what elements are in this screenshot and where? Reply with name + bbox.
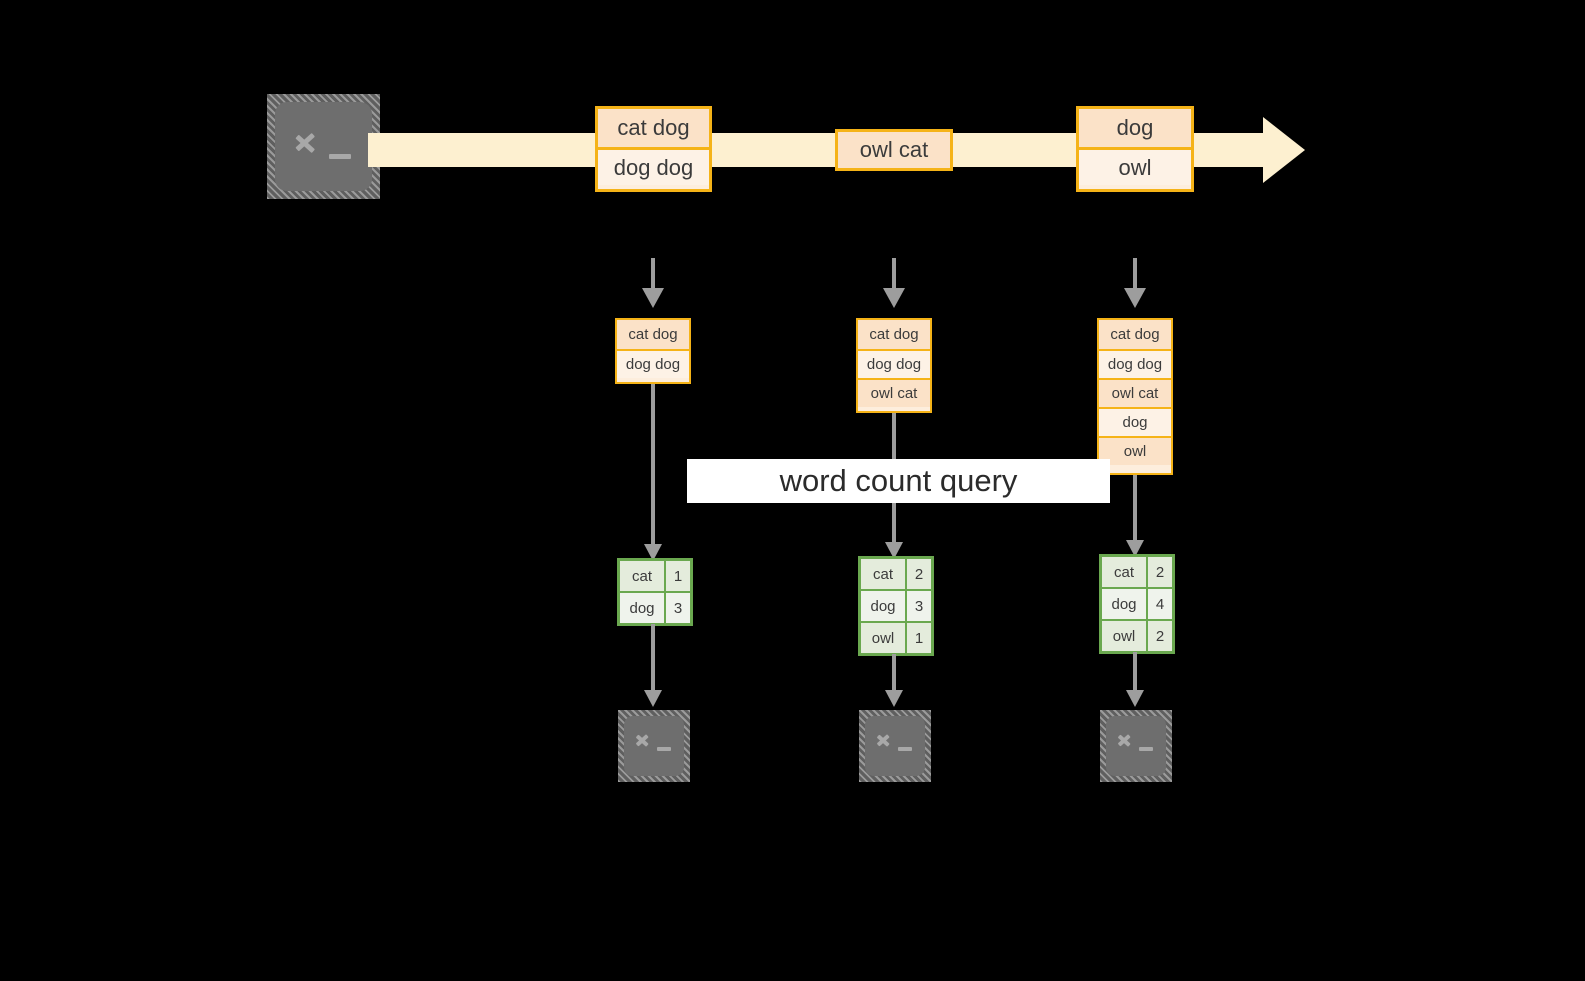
snapshot-2-query-arrowhead-icon (885, 542, 903, 559)
table-row: dog 4 (1102, 587, 1172, 619)
table-cell-value: 1 (664, 561, 690, 591)
table-row: cat 1 (620, 561, 690, 591)
table-cell-key: dog (861, 591, 905, 621)
snapshot-1-feed-arrowhead-icon (642, 288, 664, 308)
snapshot-2-sink-line (892, 654, 896, 696)
accumulated-record-line: owl cat (1099, 378, 1171, 407)
terminal-prompt-underscore-icon (1139, 747, 1153, 751)
snapshot-3-sink-arrowhead-icon (1126, 690, 1144, 707)
snapshot-3-sink-line (1133, 652, 1137, 696)
snapshot-2-accumulated-records: cat dog dog dog owl cat (856, 318, 932, 413)
snapshot-1-accumulated-records: cat dog dog dog (615, 318, 691, 384)
table-row: dog 3 (620, 591, 690, 623)
table-cell-value: 3 (664, 593, 690, 623)
table-cell-value: 2 (905, 559, 931, 589)
terminal-body (275, 102, 372, 191)
stream-record-line: dog dog (598, 147, 709, 185)
snapshot-3-query-arrowhead-icon (1126, 540, 1144, 557)
stream-record-line: owl (1079, 147, 1191, 185)
accumulated-record-line: dog dog (858, 349, 930, 378)
stream-record-line: cat dog (598, 109, 709, 147)
table-cell-key: owl (1102, 621, 1146, 651)
table-row: cat 2 (1102, 557, 1172, 587)
accumulated-record-line: owl cat (858, 378, 930, 407)
snapshot-2-feed-arrowhead-icon (883, 288, 905, 308)
snapshot-2-feed-line (892, 258, 896, 296)
stream-record-group-1: cat dog dog dog (595, 106, 712, 192)
table-row: dog 3 (861, 589, 931, 621)
snapshot-1-query-line (651, 384, 655, 552)
accumulated-record-line: dog dog (617, 349, 689, 378)
accumulated-record-line: owl (1099, 436, 1171, 465)
terminal-body (1106, 716, 1166, 776)
table-row: owl 1 (861, 621, 931, 653)
snapshot-3-accumulated-records: cat dog dog dog owl cat dog owl (1097, 318, 1173, 475)
snapshot-2-sink-terminal-icon (859, 710, 931, 782)
table-cell-key: dog (1102, 589, 1146, 619)
snapshot-1-query-arrowhead-icon (644, 544, 662, 561)
snapshot-1-sink-arrowhead-icon (644, 690, 662, 707)
accumulated-record-line: dog (1099, 407, 1171, 436)
snapshot-3-query-line (1133, 475, 1137, 552)
table-cell-value: 1 (905, 623, 931, 653)
table-cell-value: 3 (905, 591, 931, 621)
table-cell-key: cat (861, 559, 905, 589)
stream-record-group-2: owl cat (835, 129, 953, 171)
source-terminal-icon (267, 94, 380, 199)
snapshot-3-feed-arrowhead-icon (1124, 288, 1146, 308)
snapshot-1-sink-line (651, 624, 655, 696)
stream-record-line: owl cat (838, 132, 950, 168)
snapshot-3-sink-terminal-icon (1100, 710, 1172, 782)
table-cell-value: 2 (1146, 621, 1172, 651)
table-cell-key: cat (1102, 557, 1146, 587)
table-cell-value: 2 (1146, 557, 1172, 587)
snapshot-1-feed-line (651, 258, 655, 296)
snapshot-3-feed-line (1133, 258, 1137, 296)
accumulated-record-line: dog dog (1099, 349, 1171, 378)
table-cell-key: dog (620, 593, 664, 623)
accumulated-record-line: cat dog (617, 320, 689, 349)
terminal-body (865, 716, 925, 776)
snapshot-1-sink-terminal-icon (618, 710, 690, 782)
terminal-prompt-underscore-icon (329, 154, 351, 159)
terminal-body (624, 716, 684, 776)
accumulated-record-line: cat dog (858, 320, 930, 349)
query-label: word count query (687, 459, 1110, 503)
table-cell-key: cat (620, 561, 664, 591)
table-cell-key: owl (861, 623, 905, 653)
snapshot-2-sink-arrowhead-icon (885, 690, 903, 707)
snapshot-2-result-table: cat 2 dog 3 owl 1 (858, 556, 934, 656)
snapshot-1-result-table: cat 1 dog 3 (617, 558, 693, 626)
table-cell-value: 4 (1146, 589, 1172, 619)
table-row: owl 2 (1102, 619, 1172, 651)
snapshot-3-result-table: cat 2 dog 4 owl 2 (1099, 554, 1175, 654)
stream-record-group-3: dog owl (1076, 106, 1194, 192)
stream-record-line: dog (1079, 109, 1191, 147)
terminal-prompt-underscore-icon (898, 747, 912, 751)
terminal-prompt-underscore-icon (657, 747, 671, 751)
stream-timeline-arrowhead-icon (1263, 117, 1305, 183)
table-row: cat 2 (861, 559, 931, 589)
accumulated-record-line: cat dog (1099, 320, 1171, 349)
